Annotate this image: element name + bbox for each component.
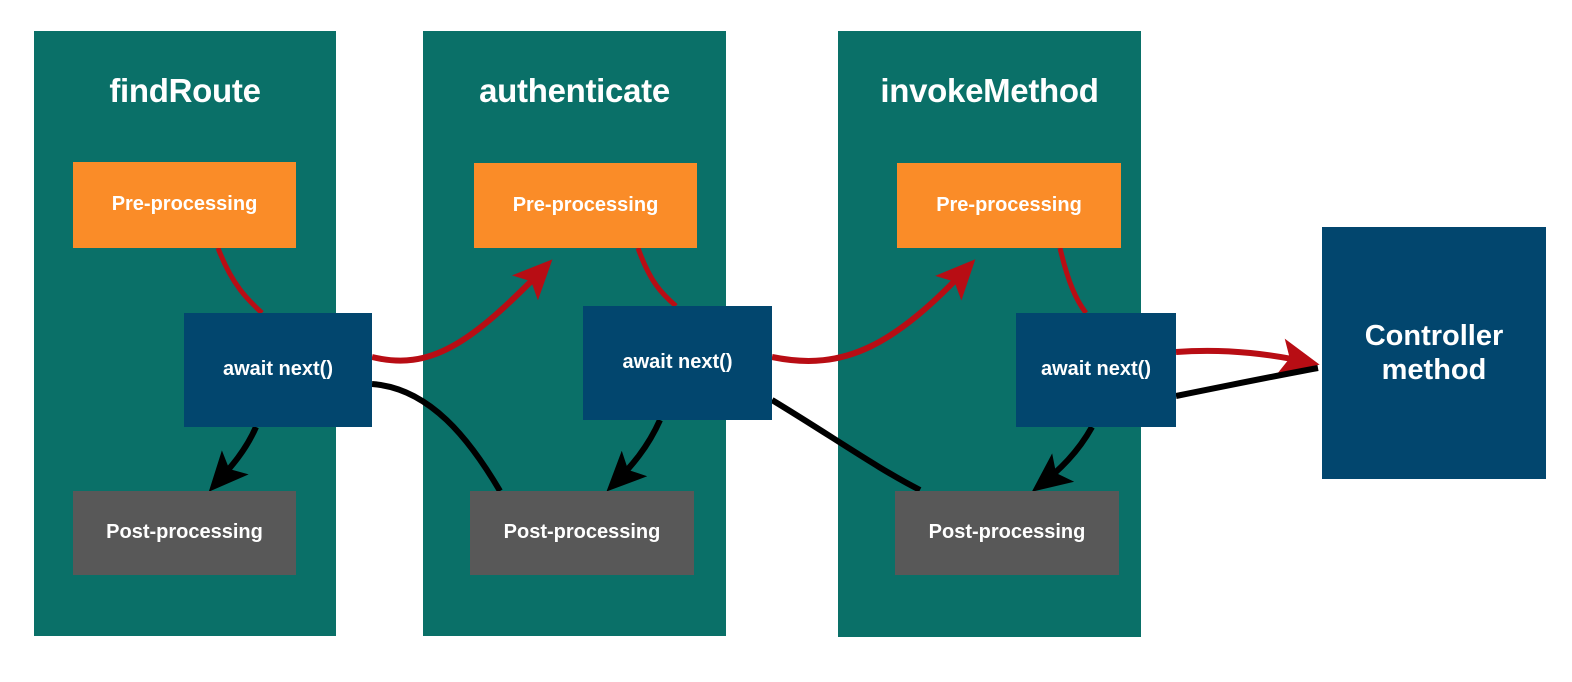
controller-method-line2: method: [1381, 354, 1487, 386]
panel-title-authenticate: authenticate: [479, 72, 670, 109]
pre-processing-authenticate[interactable]: Pre-processing: [474, 163, 697, 248]
await-next-authenticate[interactable]: await next(): [583, 306, 772, 420]
panel-title-find-route: findRoute: [109, 72, 261, 109]
controller-method-line1: Controller: [1364, 319, 1504, 352]
controller-method-node[interactable]: Controller method: [1322, 227, 1546, 479]
post-processing-invoke-method[interactable]: Post-processing: [895, 491, 1119, 575]
pre-processing-invoke-method[interactable]: Pre-processing: [897, 163, 1121, 248]
panel-title-invoke-method: invokeMethod: [880, 72, 1099, 109]
await-next-invoke-method[interactable]: await next(): [1016, 313, 1176, 427]
post-processing-find-route[interactable]: Post-processing: [73, 491, 296, 575]
pre-processing-find-route[interactable]: Pre-processing: [73, 162, 296, 248]
await-next-find-route[interactable]: await next(): [184, 313, 372, 427]
post-processing-authenticate[interactable]: Post-processing: [470, 491, 694, 575]
